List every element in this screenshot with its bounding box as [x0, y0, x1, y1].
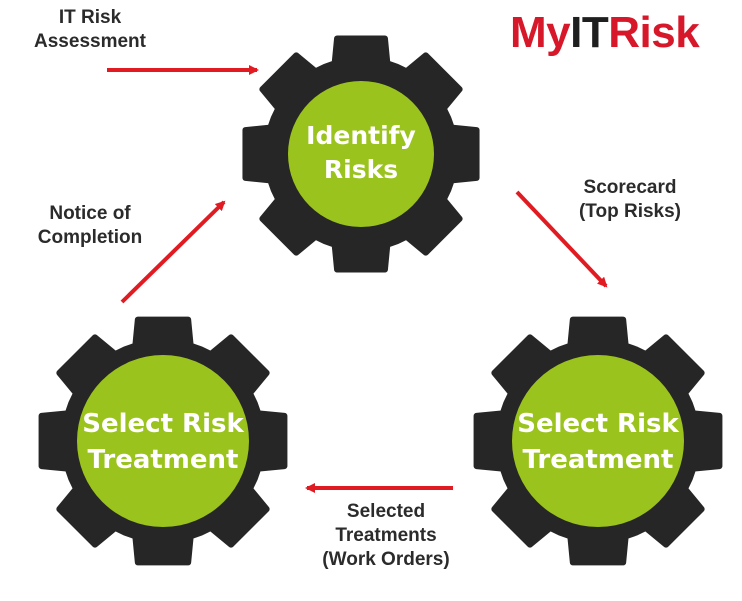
label-it-risk-assessment: IT Risk Assessment: [30, 6, 150, 54]
gear-select-treatment-right: Select Risk Treatment: [473, 316, 723, 566]
assessment-line1: IT Risk: [58, 7, 122, 28]
gear-select-treatment-left: Select Risk Treatment: [38, 316, 288, 566]
myitrisk-logo: MyITRisk: [510, 8, 700, 58]
label-notice-of-completion: Notice of Completion: [28, 202, 152, 250]
selected-line1: Selected: [346, 501, 426, 522]
completion-line1: Notice of: [49, 203, 131, 224]
completion-line2: Completion: [37, 227, 143, 248]
logo-prefix: My: [510, 8, 571, 57]
gear-right-line2: Treatment: [523, 445, 674, 475]
scorecard-line2: (Top Risks): [578, 201, 682, 222]
gear-identify-line1: Identify: [306, 121, 416, 150]
gear-right-line1: Select Risk: [517, 409, 679, 439]
selected-line2: Treatments: [335, 525, 437, 546]
label-selected-treatments: Selected Treatments (Work Orders): [306, 500, 466, 572]
arrow-identify-to-scorecard: [515, 190, 608, 288]
logo-highlight: IT: [570, 8, 609, 57]
gear-identify-line2: Risks: [324, 155, 398, 184]
selected-line3: (Work Orders): [322, 549, 450, 570]
logo-suffix: Risk: [608, 8, 700, 57]
arrow-completion-to-identify: [120, 200, 226, 304]
label-scorecard: Scorecard (Top Risks): [568, 176, 692, 224]
scorecard-line1: Scorecard: [583, 177, 677, 198]
gear-left-line2: Treatment: [88, 445, 239, 475]
assessment-line2: Assessment: [34, 31, 146, 52]
gear-identify-risks: Identify Risks: [242, 35, 480, 273]
gear-left-line1: Select Risk: [82, 409, 244, 439]
